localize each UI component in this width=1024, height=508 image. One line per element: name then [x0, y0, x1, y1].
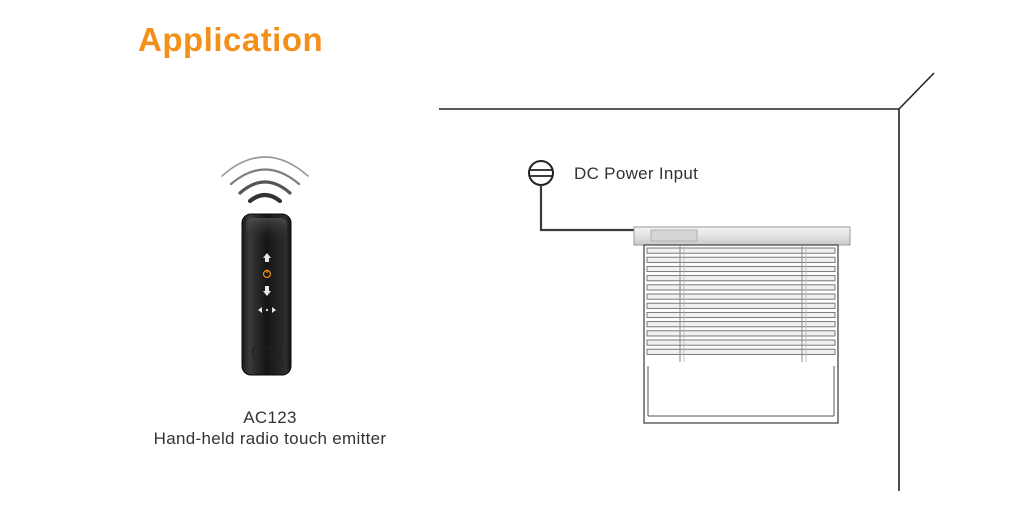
blind-slat — [646, 330, 836, 337]
blind-slat — [646, 284, 836, 291]
remote-control — [241, 213, 292, 376]
page-title: Application — [138, 21, 324, 58]
blind-slat — [646, 321, 836, 328]
remote-model-label: AC123 — [243, 408, 297, 427]
power-icon — [262, 269, 272, 279]
arrow-left-right-icon — [258, 307, 276, 313]
blind-slat — [646, 265, 836, 273]
dc-power-input-label: DC Power Input — [574, 164, 699, 183]
blind-slat — [646, 348, 836, 355]
blind-slat — [646, 302, 836, 309]
blind-slat — [646, 275, 836, 282]
blind-slat — [646, 293, 836, 300]
room-corner — [439, 72, 935, 491]
power-plug-icon — [528, 160, 554, 186]
arrow-up-icon — [263, 253, 271, 262]
arrow-down-icon — [263, 286, 271, 296]
blind-headrail — [633, 226, 851, 246]
remote-description: Hand-held radio touch emitter — [153, 429, 387, 448]
power-cable — [539, 185, 645, 232]
venetian-blind — [643, 244, 839, 424]
blind-slat — [646, 247, 836, 254]
blind-slat — [646, 256, 836, 263]
blind-slat — [646, 311, 836, 319]
blind-slat — [646, 339, 836, 346]
wifi-signal-icon — [221, 156, 309, 204]
